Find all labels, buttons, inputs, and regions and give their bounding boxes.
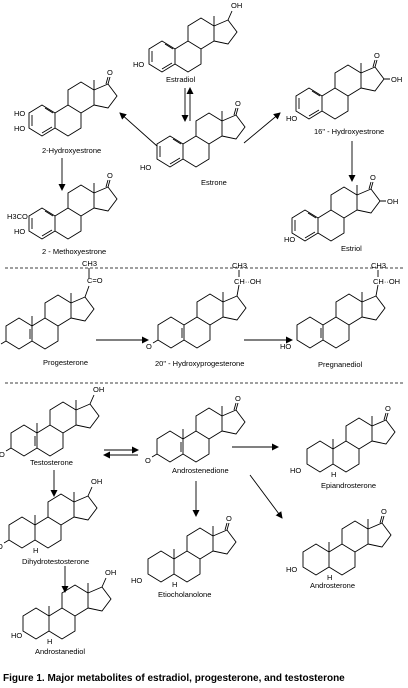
hydroxyprogesterone20-ch3: CH3 <box>232 261 247 270</box>
hydroxyestrone2-ho2: HO <box>14 109 25 118</box>
estradiol-label: Estradiol <box>166 75 196 84</box>
progesterone-structure: O CH3 C=O <box>0 259 103 350</box>
androsterone-ho3: HO <box>286 565 297 574</box>
androstenedione-o17: O <box>235 394 241 403</box>
estriol-structure: HO O OH <box>284 173 398 244</box>
estradiol-oh17: OH <box>231 1 242 10</box>
epiandrosterone-label: Epiandrosterone <box>321 481 376 490</box>
progesterone-co: C=O <box>87 276 103 285</box>
estrone-o17: O <box>235 99 241 108</box>
androstanediol-ho3: HO <box>11 631 22 640</box>
testosterone-o3: O <box>0 450 5 459</box>
epiandrosterone-ho3: HO <box>290 466 301 475</box>
hydroxyprogesterone20-label: 20" - Hydroxyprogesterone <box>155 359 244 368</box>
estrone-label: Estrone <box>201 178 227 187</box>
pregnanediol-label: Pregnanediol <box>318 360 363 369</box>
estriol-o17: O <box>370 173 376 182</box>
methoxyestrone2-ho3: HO <box>14 227 25 236</box>
epiandrosterone-h5: H <box>331 470 336 479</box>
progesterone-label: Progesterone <box>43 358 88 367</box>
hydroxyprogesterone20-choh: CH··OH <box>234 277 261 286</box>
testosterone-oh17: OH <box>93 385 104 394</box>
androstanediol-oh17: OH <box>105 568 116 577</box>
estradiol-ho3: HO <box>133 60 144 69</box>
dihydrotestosterone-o3: O <box>0 542 3 551</box>
etiocholanolone-structure: HO O H <box>131 514 237 589</box>
arrow-andro-to-androsterone <box>249 474 283 519</box>
arrow-estrone-to-16oh <box>243 112 281 144</box>
pregnanediol-choh: CH··OH <box>373 277 400 286</box>
androstanediol-structure: HO OH H <box>11 568 116 646</box>
hydroxyestrone16-structure: HO O OH <box>286 51 402 123</box>
etiocholanolone-o17: O <box>226 514 232 523</box>
dihydrotestosterone-label: Dihydrotestosterone <box>22 557 89 566</box>
androstenedione-o3: O <box>145 456 151 465</box>
figure-caption: Figure 1. Major metabolites of estradiol… <box>3 673 345 684</box>
methoxyestrone2-meo: H3CO <box>7 212 28 221</box>
epiandrosterone-o17: O <box>385 404 391 413</box>
progesterone-ch3: CH3 <box>82 259 97 268</box>
dihydrotestosterone-structure: O OH H <box>0 477 102 555</box>
testosterone-structure: O OH <box>0 385 104 459</box>
androsterone-structure: HO O H <box>286 507 392 582</box>
androstenedione-label: Androstenedione <box>172 466 229 475</box>
androstanediol-h5: H <box>47 637 52 646</box>
methoxyestrone2-label: 2 - Methoxyestrone <box>42 247 106 256</box>
etiocholanolone-ho3: HO <box>131 576 142 585</box>
hydroxyestrone2-label: 2-Hydroxyestrone <box>42 146 101 155</box>
estriol-ho3: HO <box>284 235 295 244</box>
estrone-structure: HO O <box>140 99 246 172</box>
epiandrosterone-structure: HO O H <box>290 404 396 479</box>
methoxyestrone2-structure: H3CO HO O <box>7 171 118 240</box>
androstenedione-structure: O O <box>145 394 246 465</box>
arrow-estrone-to-2oh <box>119 112 158 147</box>
hydroxyestrone16-label: 16" - Hydroxyestrone <box>314 127 384 136</box>
hydroxyestrone2-ho3: HO <box>14 124 25 133</box>
androsterone-h5: H <box>327 573 332 582</box>
hydroxyestrone2-structure: HO HO O <box>14 68 118 137</box>
hydroxyestrone2-o17: O <box>107 68 113 77</box>
dihydrotestosterone-h5: H <box>33 546 38 555</box>
pregnanediol-ch3: CH3 <box>371 261 386 270</box>
etiocholanolone-label: Etiocholanolone <box>158 590 211 599</box>
estriol-oh16: OH <box>387 197 398 206</box>
hydroxyprogesterone20-structure: O CH3 CH··OH <box>146 261 261 351</box>
hydroxyprogesterone20-o3: O <box>146 342 152 351</box>
methoxyestrone2-o17: O <box>107 171 113 180</box>
estriol-label: Estriol <box>341 244 362 253</box>
pregnanediol-structure: HO CH3 CH··OH <box>280 261 400 351</box>
dihydrotestosterone-oh17: OH <box>91 477 102 486</box>
androstanediol-label: Androstanediol <box>35 647 85 656</box>
androsterone-o17: O <box>381 507 387 516</box>
etiocholanolone-h5: H <box>172 580 177 589</box>
pregnanediol-ho3: HO <box>280 342 291 351</box>
androsterone-label: Androsterone <box>310 581 355 590</box>
hydroxyestrone16-oh16: OH <box>391 75 402 84</box>
hydroxyestrone16-o17: O <box>374 51 380 60</box>
testosterone-label: Testosterone <box>30 458 73 467</box>
estrone-ho3: HO <box>140 163 151 172</box>
hydroxyestrone16-ho3: HO <box>286 114 297 123</box>
estradiol-structure: HO OH <box>133 1 242 73</box>
